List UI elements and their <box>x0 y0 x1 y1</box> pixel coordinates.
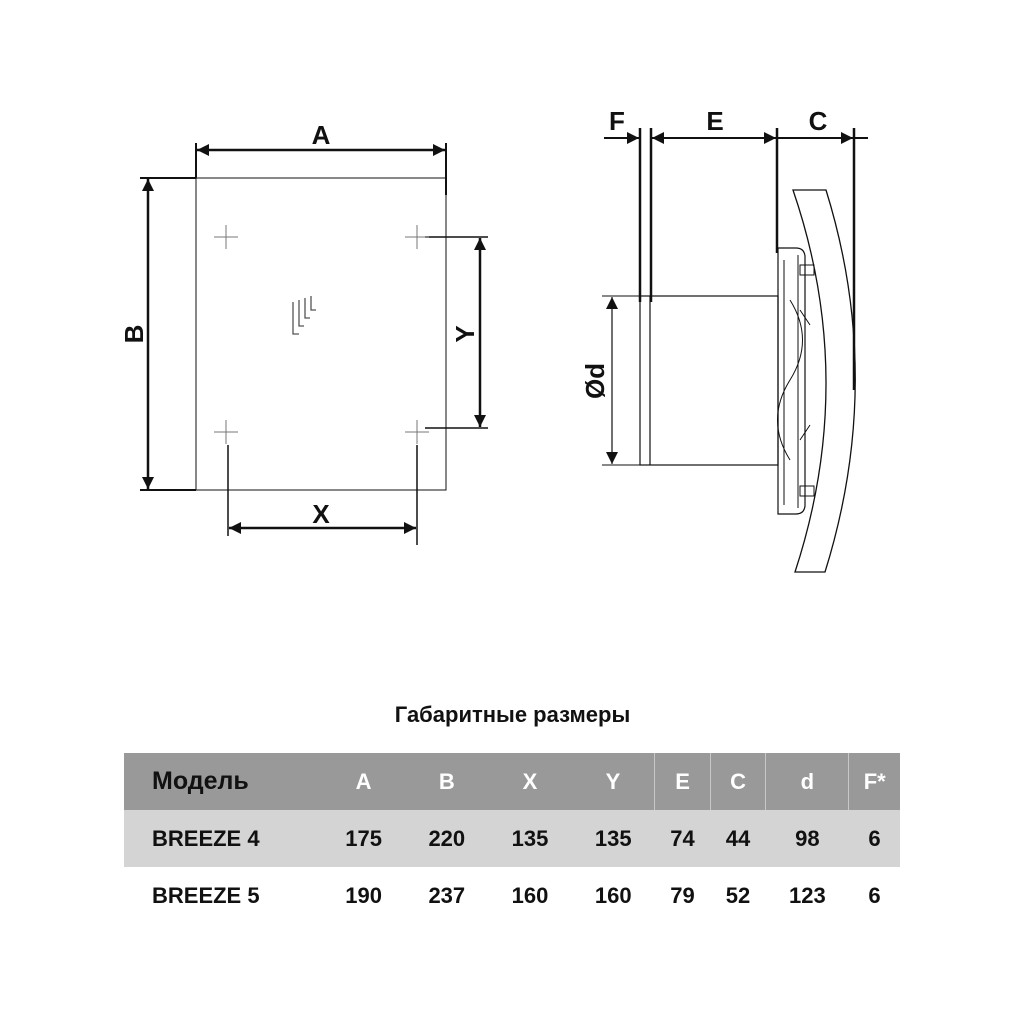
label-x: X <box>312 499 330 529</box>
header-a: A <box>322 753 406 810</box>
header-model: Модель <box>124 753 322 810</box>
cell: 175 <box>322 810 406 867</box>
cell: 44 <box>710 810 766 867</box>
cell: 79 <box>670 882 695 908</box>
label-e: E <box>706 106 723 136</box>
label-c: C <box>809 106 828 136</box>
dimensions-table: Модель A B X Y E C d F* BREEZE 4 175 220… <box>124 753 900 924</box>
front-panel-outline <box>195 177 447 491</box>
table-header-row: Модель A B X Y E C d F* <box>124 753 900 810</box>
header-e: E <box>654 753 711 810</box>
cell: 190 <box>345 882 382 908</box>
header-b: B <box>405 753 489 810</box>
cell: 160 <box>511 882 549 908</box>
table-title: Габаритные размеры <box>394 702 631 727</box>
cell: 98 <box>765 810 849 867</box>
header-d: d <box>765 753 849 810</box>
cell: 135 <box>571 810 655 867</box>
label-f: F <box>609 106 625 136</box>
cell: 74 <box>654 810 711 867</box>
table-row: BREEZE 4 175 220 135 135 74 44 98 6 <box>124 810 900 867</box>
brand-logo-icon <box>292 296 316 335</box>
side-view <box>602 128 868 573</box>
table-row: BREEZE 5 190 237 160 160 79 52 123 6 <box>124 867 900 924</box>
cell: 135 <box>488 810 572 867</box>
header-x: X <box>488 753 572 810</box>
label-y: Y <box>450 325 480 342</box>
cell-model: BREEZE 5 <box>152 882 260 908</box>
duct-outline <box>639 295 779 466</box>
cell: 237 <box>428 882 466 908</box>
mounting-hole-marks <box>214 225 429 444</box>
header-c: C <box>709 753 766 810</box>
cell-model: BREEZE 4 <box>124 810 322 867</box>
front-panel-curved <box>792 189 856 573</box>
cell: 160 <box>594 882 632 908</box>
cell: 6 <box>868 882 881 908</box>
label-diameter: Ød <box>580 363 610 399</box>
cell: 6 <box>848 810 900 867</box>
label-b: B <box>119 325 149 344</box>
cell: 52 <box>725 882 751 908</box>
front-view <box>140 143 488 545</box>
flange-outline <box>777 247 806 515</box>
cell: 220 <box>405 810 489 867</box>
cell: 123 <box>788 882 826 908</box>
label-a: A <box>312 120 331 150</box>
header-f: F* <box>848 753 900 810</box>
dimension-drawing: A B Y X F E C Ød <box>119 106 868 573</box>
header-y: Y <box>571 753 655 810</box>
